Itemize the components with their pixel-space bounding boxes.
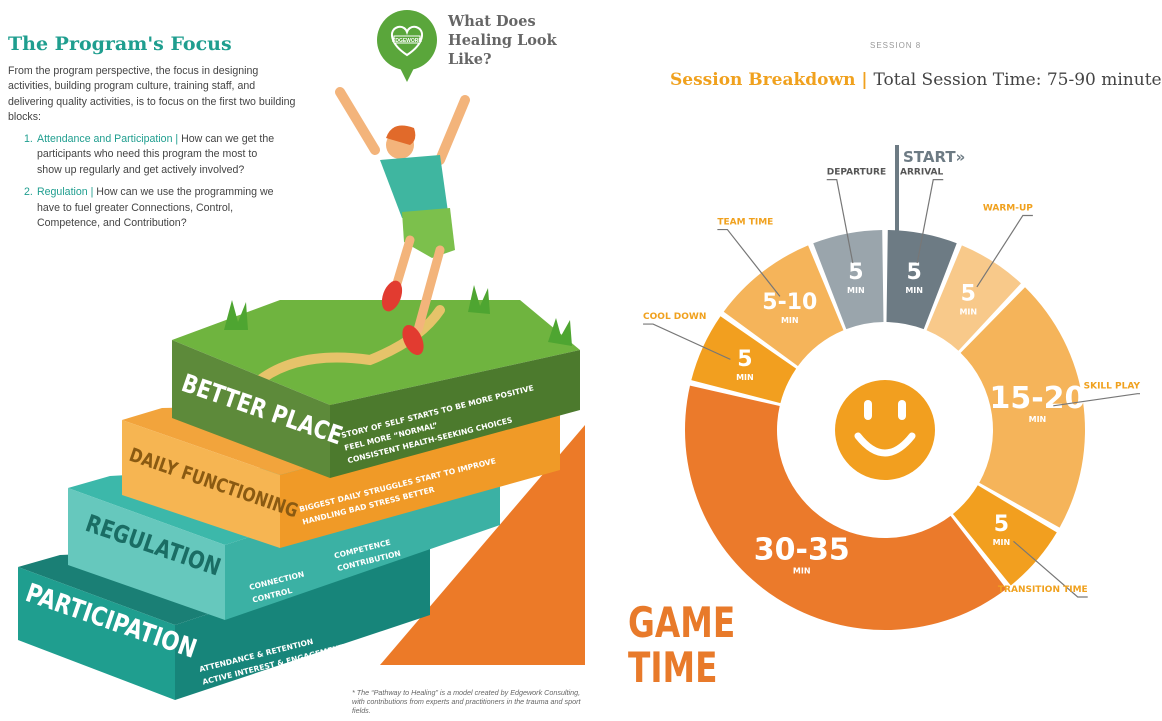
title-separator: | — [855, 70, 874, 90]
callout-label: TRANSITION TIME — [998, 585, 1088, 595]
callout-label: ARRIVAL — [900, 168, 943, 178]
building-blocks-list: 1. Attendance and Participation | How ca… — [24, 132, 284, 238]
callout-line — [916, 179, 944, 264]
session-title: Session Breakdown | Total Session Time: … — [670, 70, 1162, 90]
block-heading: Attendance and Participation — [37, 133, 173, 145]
pathway-staircase: EDGEWORK PARTICIPATION — [18, 10, 585, 700]
segment-minutes: 5 — [906, 260, 921, 285]
segment-minutes: 5 — [737, 347, 752, 372]
healing-question: What Does Healing Look Like? — [448, 13, 557, 68]
segment-minutes: 5 — [848, 260, 863, 285]
title-highlight: Session Breakdown — [670, 70, 856, 90]
segment-unit: MIN — [959, 307, 977, 316]
callout-label: WARM-UP — [983, 203, 1033, 213]
heart-badge-icon: EDGEWORK — [377, 10, 437, 82]
list-item: 2. Regulation | How can we use the progr… — [24, 185, 284, 231]
program-focus-page: The Program's Focus From the program per… — [8, 10, 585, 715]
segment-cool-down — [691, 316, 797, 404]
badge-text: EDGEWORK — [392, 38, 422, 44]
start-label: START» — [903, 148, 965, 166]
callout-line — [1013, 540, 1088, 598]
separator: | — [87, 186, 97, 199]
callout-line — [643, 323, 731, 360]
segment-team-time — [723, 245, 844, 367]
list-number: 1. — [24, 133, 33, 145]
grass-decoration — [224, 285, 572, 346]
session-label: SESSION 8 — [870, 41, 922, 50]
callout-label: COOL DOWN — [643, 312, 706, 322]
segment-minutes: 30-35 — [754, 533, 850, 568]
segment-unit: MIN — [793, 567, 811, 576]
callout-label: DEPARTURE — [827, 168, 886, 178]
segment-minutes: 5 — [961, 281, 976, 306]
segment-arrival — [886, 230, 957, 330]
orange-triangle — [380, 425, 585, 665]
segment-game-time — [685, 385, 1007, 631]
jumping-person-illustration — [335, 87, 470, 355]
block-text: How can we get the participants who need… — [37, 133, 275, 176]
title-rest: Total Session Time: 75-90 minutes — [873, 70, 1162, 90]
game-time-heading: GAME TIME — [628, 598, 736, 692]
segment-departure — [813, 230, 884, 330]
step-better-place — [172, 300, 580, 478]
list-item: 1. Attendance and Participation | How ca… — [24, 132, 284, 178]
segment-unit: MIN — [781, 316, 799, 325]
segment-skill-play — [960, 287, 1085, 528]
callout-line — [717, 228, 781, 297]
page-title: The Program's Focus — [8, 33, 232, 55]
smiley-face-icon — [835, 380, 935, 480]
segment-minutes: 5-10 — [762, 290, 817, 315]
session-breakdown-page: SESSION 8 Session Breakdown | Total Sess… — [600, 0, 1162, 721]
segment-minutes: 5 — [994, 512, 1009, 537]
callout-line — [1053, 393, 1140, 407]
segment-transition-time — [952, 485, 1057, 586]
footnote: * The “Pathway to Healing” is a model cr… — [352, 688, 581, 715]
list-number: 2. — [24, 186, 33, 199]
segment-unit: MIN — [736, 373, 754, 382]
separator: | — [172, 133, 182, 145]
segment-minutes: 15-20 — [989, 381, 1085, 416]
segment-unit: MIN — [847, 286, 865, 295]
callout-line — [826, 179, 854, 264]
segment-unit: MIN — [1029, 415, 1047, 424]
block-heading: Regulation — [37, 186, 88, 199]
callout-line — [976, 214, 1033, 288]
callout-label: TEAM TIME — [717, 218, 773, 228]
segment-unit: MIN — [905, 286, 923, 295]
segment-warm-up — [926, 245, 1021, 351]
block-text: How can we use the programming we have t… — [37, 186, 274, 230]
segment-unit: MIN — [993, 538, 1011, 547]
intro-paragraph: From the program perspective, the focus … — [8, 65, 296, 124]
callout-label: SKILL PLAY — [1084, 382, 1141, 392]
